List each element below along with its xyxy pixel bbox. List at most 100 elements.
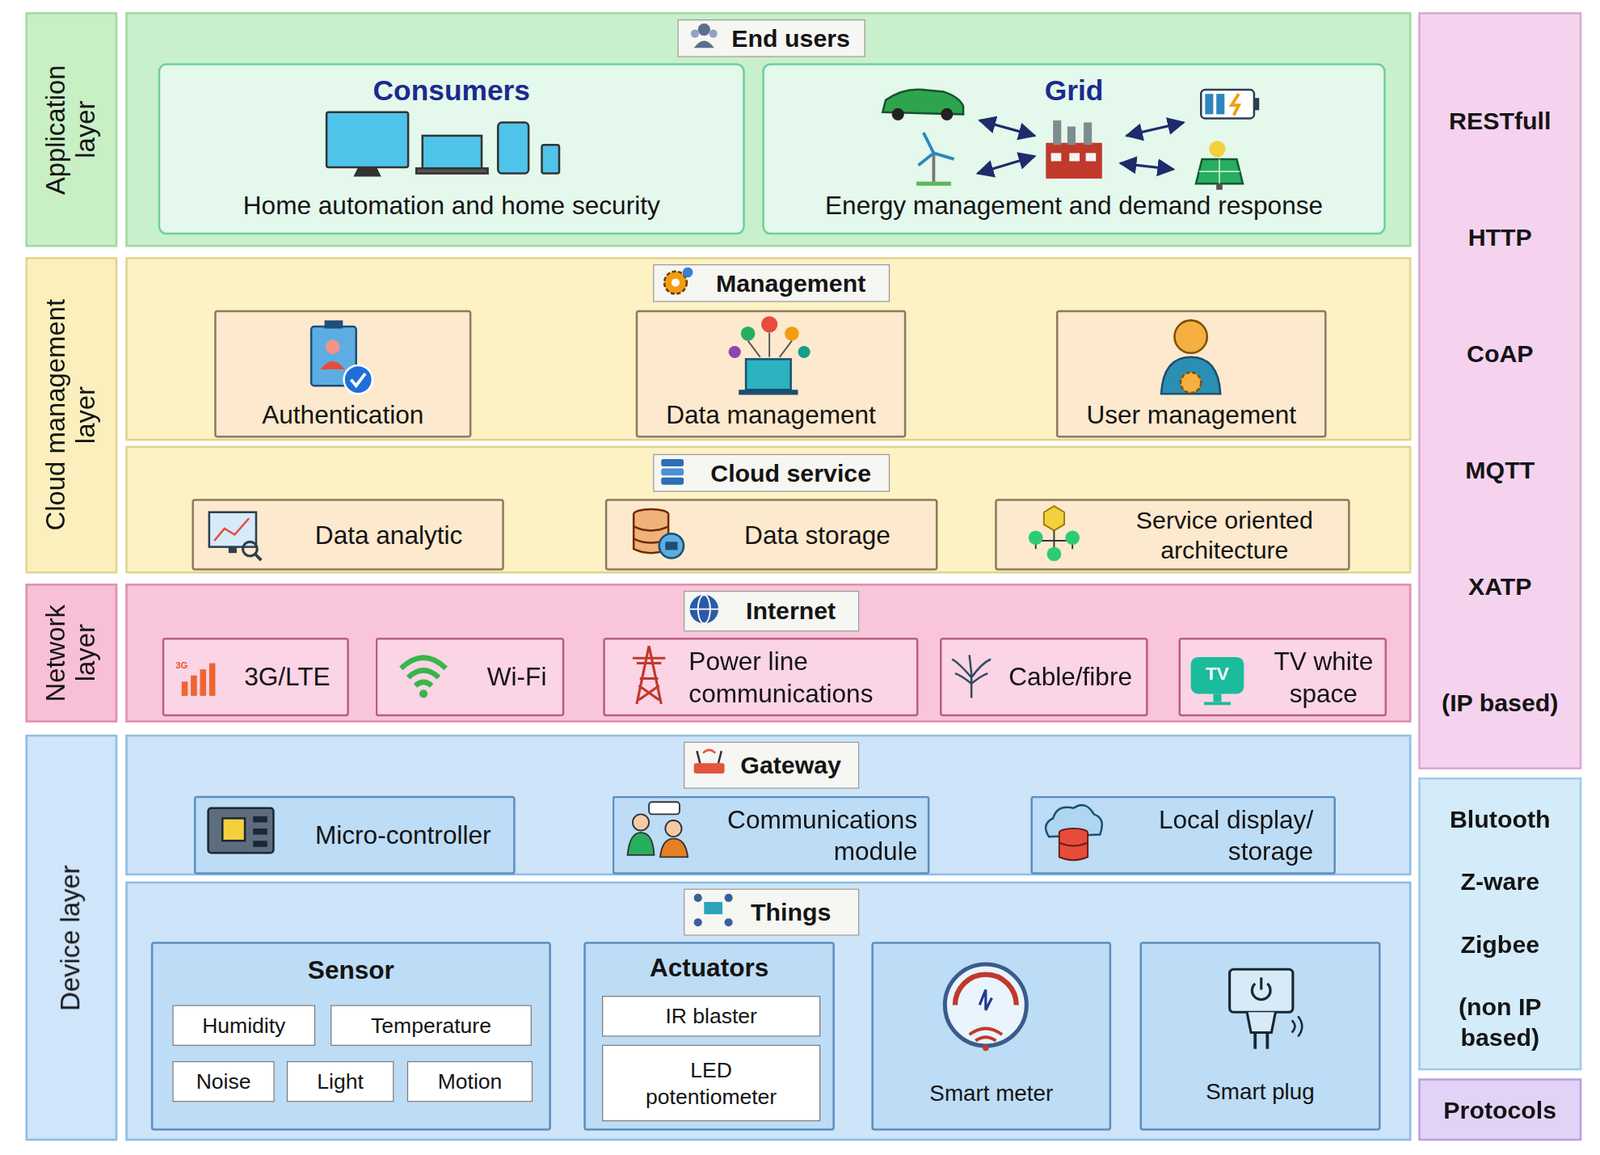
section-header: Cloud service [652,454,890,493]
node-text: Noise [196,1068,252,1095]
icon-circle [659,533,684,558]
section-header: Internet [683,590,859,632]
node-text: Micro-controller [315,819,492,851]
icon-path [660,838,688,858]
node-text: Local display/ storage [1119,804,1314,867]
icon-path [415,682,432,686]
icon-rect [324,320,344,329]
item-cell: Temperature [330,1004,532,1045]
node-text: (non IP based) [1430,992,1570,1053]
layer-label: Application layer [25,12,118,247]
tv-icon [1191,656,1245,705]
icon-line [979,120,1035,136]
icon-rect [190,675,198,696]
icon-rect [222,817,245,841]
node-text: Wi-Fi [487,661,548,693]
icon-rect [1086,152,1097,161]
icon-circle [690,594,719,624]
icon-rect [1067,126,1076,146]
fibre-icon [951,654,991,698]
icon-circle [632,813,649,830]
icon-circle [694,917,703,927]
icon-rect [1204,93,1213,114]
icon-line [932,152,936,184]
icon-path [1035,530,1073,551]
node-text: Smart plug [1205,1078,1314,1107]
layer-panel: ThingsSensorHumidityTemperatureNoiseLigh… [125,881,1411,1142]
node-text: Data storage [744,518,891,551]
icon-circle [982,1044,990,1052]
group-box: ActuatorsIR blasterLED potentiometer [583,941,835,1131]
node-text: Consumers [372,73,531,109]
icon-path [633,526,669,543]
icon-path [1246,1011,1276,1032]
icon-path [979,989,992,1010]
icon-path [882,89,964,115]
section-header: Gateway [683,741,859,789]
group-box: ConsumersHome automation and home securi… [158,63,746,235]
icon-circle [690,29,699,38]
group-box: GridEnergy management and demand respons… [762,63,1386,235]
icon-rect [1254,97,1259,110]
icon-path [633,513,669,553]
node-text: Smart meter [929,1080,1053,1108]
node-text: Light [316,1068,364,1095]
icon-path [1059,842,1088,847]
icon-line [1126,122,1184,135]
node-text: Data management [665,398,876,430]
icon-rect [916,181,952,186]
icon-path [694,40,715,48]
layer-panel: ManagementAuthenticationData managementU… [125,256,1411,441]
icon-circle [761,315,778,333]
icon-rect [1051,152,1062,161]
service-box: Data analytic [191,498,504,570]
icon-rect [209,663,216,696]
icon-path [408,669,439,678]
smart-plug-icon [1229,968,1303,1049]
node-text: Protocols [1443,1094,1557,1125]
icon-line [1259,976,1263,990]
icon-path [1195,159,1243,184]
node-text: Data analytic [315,518,464,551]
consumer-devices [326,112,560,176]
icon-rect [252,816,268,823]
icon-rect [1200,89,1255,118]
icon-rect [542,144,560,173]
icon-rect [326,112,409,168]
node-text: Service oriented architecture [1111,505,1338,565]
icon-circle [940,108,953,121]
node-text: Motion [437,1068,503,1095]
icon-path [1044,505,1065,531]
data-storage-icon [633,509,684,559]
management-icon [664,267,693,295]
icon-path [955,974,1017,1006]
icon-line [690,608,719,611]
icon-rect [665,541,678,550]
node-text: MQTT [1465,454,1535,485]
node-text: TV white space [1267,645,1380,708]
end-users-icon [690,23,718,48]
icon-circle [344,365,373,394]
node-text: Authentication [261,398,424,430]
icon-rect [1229,968,1293,1012]
icon-circle [243,541,258,556]
node-text: IR blaster [665,1002,757,1029]
icon-ellipse [633,509,669,520]
section-header: Management [652,264,890,303]
service-box: Data management [635,310,907,438]
layer-panel: GatewayMicro-controllerCommunications mo… [125,734,1411,876]
icon-circle [1028,530,1044,545]
node-text: Grid [1044,73,1104,109]
icon-rect [416,168,488,173]
icon-circle [741,326,756,342]
icon-circle [709,29,718,38]
icon-line [1120,163,1175,170]
data-management-icon [728,315,811,395]
layer-name: Cloud management layer [41,292,102,538]
item-cell: IR blaster [602,995,821,1036]
icon-rect [661,458,684,467]
grid-illustration [882,89,1259,190]
icon-circle [892,108,905,121]
